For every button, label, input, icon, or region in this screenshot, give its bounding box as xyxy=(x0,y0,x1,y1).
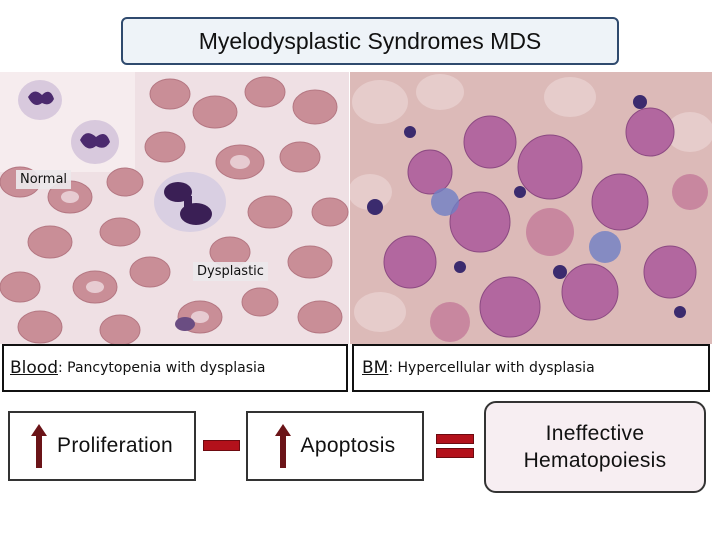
slide-title: Myelodysplastic Syndromes MDS xyxy=(121,17,619,65)
blood-caption-text: : Pancytopenia with dysplasia xyxy=(57,360,266,376)
bm-caption: BM: Hypercellular with dysplasia xyxy=(352,344,710,392)
blood-caption: Blood: Pancytopenia with dysplasia xyxy=(2,344,348,392)
equals-operator-icon-bar xyxy=(436,448,474,458)
bm-caption-key: BM xyxy=(362,358,389,378)
blood-caption-key: Blood xyxy=(10,358,58,378)
up-arrow-icon xyxy=(274,424,291,468)
proliferation-box: Proliferation xyxy=(8,411,196,481)
apoptosis-box: Apoptosis xyxy=(246,411,424,481)
apoptosis-label: Apoptosis xyxy=(300,434,396,457)
equals-operator-icon xyxy=(436,434,474,444)
blood-smear-image: Normal Dysplastic xyxy=(0,72,349,344)
bm-caption-text: : Hypercellular with dysplasia xyxy=(388,360,595,376)
proliferation-label: Proliferation xyxy=(57,434,173,457)
result-line-2: Hematopoiesis xyxy=(523,449,667,472)
normal-label: Normal xyxy=(16,170,72,189)
up-arrow-icon xyxy=(31,424,48,468)
dysplastic-label: Dysplastic xyxy=(193,262,268,281)
result-line-1: Ineffective xyxy=(545,421,645,445)
ineffective-hematopoiesis-box: Ineffective Hematopoiesis xyxy=(484,401,706,493)
bone-marrow-image xyxy=(350,72,712,344)
minus-operator-icon xyxy=(203,440,240,451)
